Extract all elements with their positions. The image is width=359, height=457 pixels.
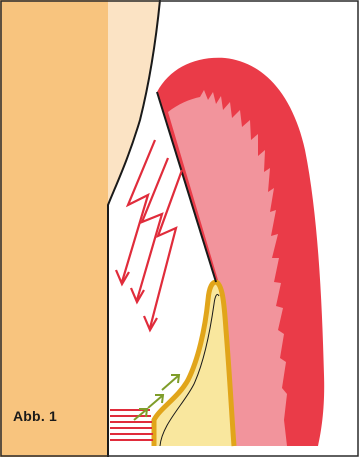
- force-arrow-1: [122, 140, 155, 282]
- green-arrow-2: [148, 396, 162, 408]
- force-arrows: [116, 140, 182, 330]
- figure-label: Abb. 1: [13, 408, 57, 424]
- tooth-dentin: [0, 0, 108, 457]
- green-arrow-1: [162, 376, 178, 390]
- force-arrow-3: [150, 170, 182, 328]
- tooth-enamel: [108, 0, 160, 205]
